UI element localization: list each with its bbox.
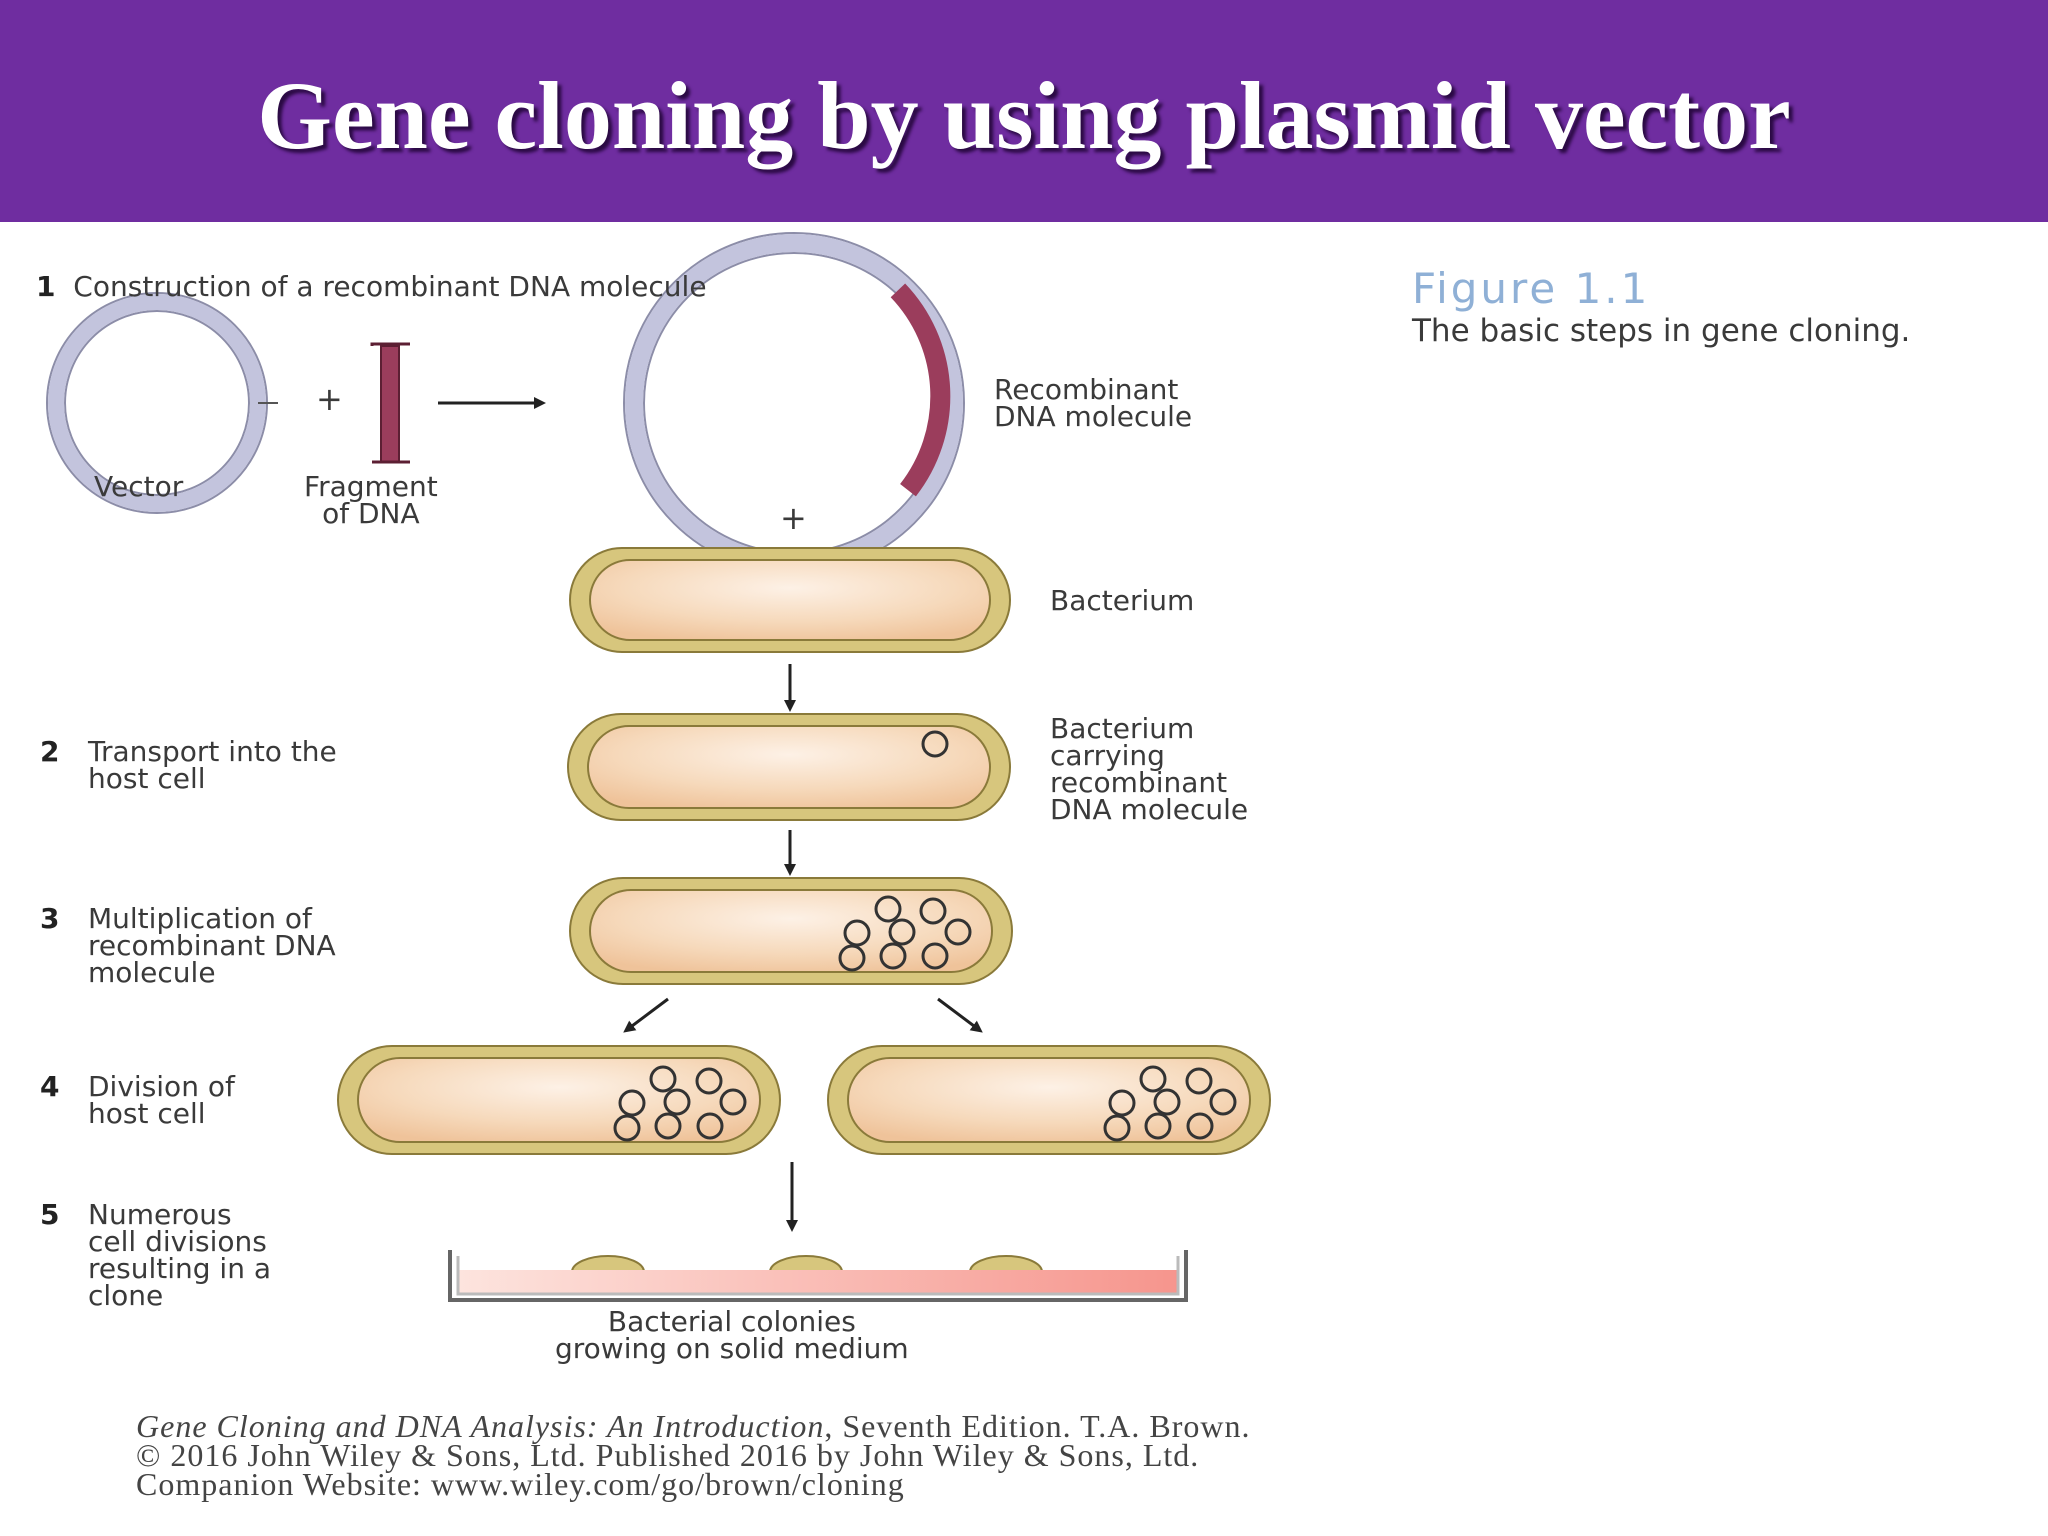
dna-fragment (370, 342, 410, 464)
daughter-cell-left (337, 1045, 781, 1155)
step-2-label: Transport into the host cell (88, 735, 337, 795)
daughter-cell-right (827, 1045, 1271, 1155)
vector-label: Vector (94, 470, 184, 503)
step-5-label: Numerous cell divisions resulting in a c… (88, 1198, 271, 1312)
step-2-number: 2 (40, 735, 60, 768)
plus-sign-2: + (780, 499, 807, 537)
plasmid-cluster (1103, 1065, 1237, 1142)
figure-title: Figure 1.1 (1412, 264, 1651, 313)
bacterium-multiplied (569, 877, 1013, 985)
title-bar: Gene cloning by using plasmid vector (0, 0, 2048, 222)
inserted-fragment (890, 283, 951, 497)
step-3-number: 3 (40, 902, 60, 935)
bacterium-label: Bacterium (1050, 584, 1195, 617)
bacterium (569, 547, 1011, 653)
step-1-label: 1 Construction of a recombinant DNA mole… (36, 270, 707, 303)
vector-plasmid (46, 292, 278, 514)
arrow-diag-left (623, 997, 669, 1033)
petri-dish (448, 1250, 1188, 1302)
step-4-label: Division of host cell (88, 1070, 235, 1130)
credit-line-2: © 2016 John Wiley & Sons, Ltd. Published… (136, 1437, 1200, 1473)
solid-medium (458, 1270, 1178, 1294)
arrow-diag-right (937, 997, 983, 1033)
fragment-label: Fragment of DNA (304, 470, 438, 530)
credit-line-3: Companion Website: www.wiley.com/go/brow… (136, 1466, 905, 1502)
recombinant-label: Recombinant DNA molecule (994, 373, 1193, 433)
bacterium-with-plasmid (567, 713, 1011, 821)
plasmid-cluster (613, 1065, 747, 1142)
step-4-number: 4 (40, 1070, 60, 1103)
bacterium-carrying-label: Bacterium carrying recombinant DNA molec… (1050, 712, 1249, 826)
step-3-label: Multiplication of recombinant DNA molecu… (88, 902, 336, 989)
page-title: Gene cloning by using plasmid vector (257, 62, 1791, 169)
plus-sign: + (316, 380, 343, 418)
plasmid-in-cell (921, 730, 949, 758)
colonies-label: Bacterial colonies growing on solid medi… (555, 1305, 909, 1365)
plasmid-cluster (838, 895, 972, 972)
step-5-number: 5 (40, 1198, 60, 1231)
credit-line-1: Gene Cloning and DNA Analysis: An Introd… (136, 1408, 1251, 1444)
credit-block: Gene Cloning and DNA Analysis: An Introd… (136, 1408, 1251, 1502)
figure-caption: The basic steps in gene cloning. (1412, 313, 1911, 349)
